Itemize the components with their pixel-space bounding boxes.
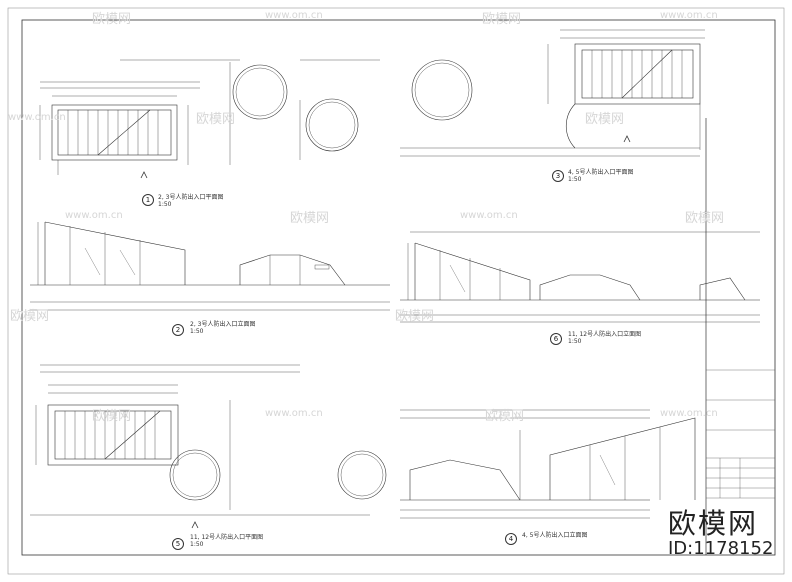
view-number: 4 — [505, 533, 517, 545]
watermark-site: www.om.cn — [65, 210, 123, 221]
view-title: 2, 3号人防出入口平面图 1:50 — [158, 195, 223, 208]
view-scale: 1:50 — [190, 541, 204, 548]
watermark-site: www.om.cn — [660, 408, 718, 419]
view-title: 11, 12号人防出入口平面图 1:50 — [190, 535, 263, 548]
view-title-text: 2, 3号人防出入口立面图 — [190, 321, 256, 328]
view-title: 4, 5号人防出入口立面图 — [522, 533, 587, 539]
view-title-text: 4, 5号人防出入口立面图 — [522, 532, 588, 539]
inner-border — [21, 19, 776, 556]
watermark-brand: 欧模网 — [92, 12, 132, 27]
view-title: 11, 12号人防出入口立面图 1:50 — [568, 332, 641, 345]
north-arrow-icon — [140, 135, 631, 529]
watermark-brand: 欧模网 — [196, 112, 236, 127]
view-number: 2 — [172, 324, 184, 336]
watermark-site: www.om.cn — [265, 408, 323, 419]
view6-elevation — [400, 231, 760, 323]
view-scale: 1:50 — [190, 328, 204, 335]
view-scale: 1:50 — [158, 201, 172, 208]
outer-border — [7, 7, 785, 575]
view4-elevation — [400, 409, 696, 519]
view-title: 4, 5号人防出入口平面图 1:50 — [568, 170, 633, 183]
view-number: 6 — [550, 333, 562, 345]
view1-plan — [39, 59, 380, 175]
watermark-site: www.om.cn — [8, 112, 66, 123]
view5-plan — [30, 364, 387, 516]
watermark-brand: 欧模网 — [92, 409, 132, 424]
watermark-site: www.om.cn — [265, 10, 323, 21]
watermark-id: ID:1178152 — [668, 538, 774, 559]
view-title-text: 11, 12号人防出入口立面图 — [568, 331, 642, 338]
view2-elevation — [30, 221, 390, 311]
view-title: 2, 3号人防出入口立面图 1:50 — [190, 322, 255, 335]
view-title-text: 4, 5号人防出入口平面图 — [568, 169, 634, 176]
view-title-text: 2, 3号人防出入口平面图 — [158, 194, 224, 201]
view-number: 3 — [552, 170, 564, 182]
watermark-logo: 欧模网 — [668, 507, 759, 540]
watermark-site: www.om.cn — [460, 210, 518, 221]
view-scale: 1:50 — [568, 176, 582, 183]
watermark-brand: 欧模网 — [485, 409, 525, 424]
title-block — [706, 369, 775, 499]
watermark-brand: 欧模网 — [395, 309, 435, 324]
watermark-site: www.om.cn — [660, 10, 718, 21]
view-number: 1 — [142, 194, 154, 206]
watermark-brand: 欧模网 — [685, 211, 725, 226]
watermark-brand: 欧模网 — [10, 309, 50, 324]
view-title-text: 11, 12号人防出入口平面图 — [190, 534, 264, 541]
view-scale: 1:50 — [568, 338, 582, 345]
watermark-brand: 欧模网 — [482, 12, 522, 27]
watermark-brand: 欧模网 — [290, 211, 330, 226]
view3-plan — [400, 29, 705, 157]
watermark-brand: 欧模网 — [585, 112, 625, 127]
view-number: 5 — [172, 538, 184, 550]
